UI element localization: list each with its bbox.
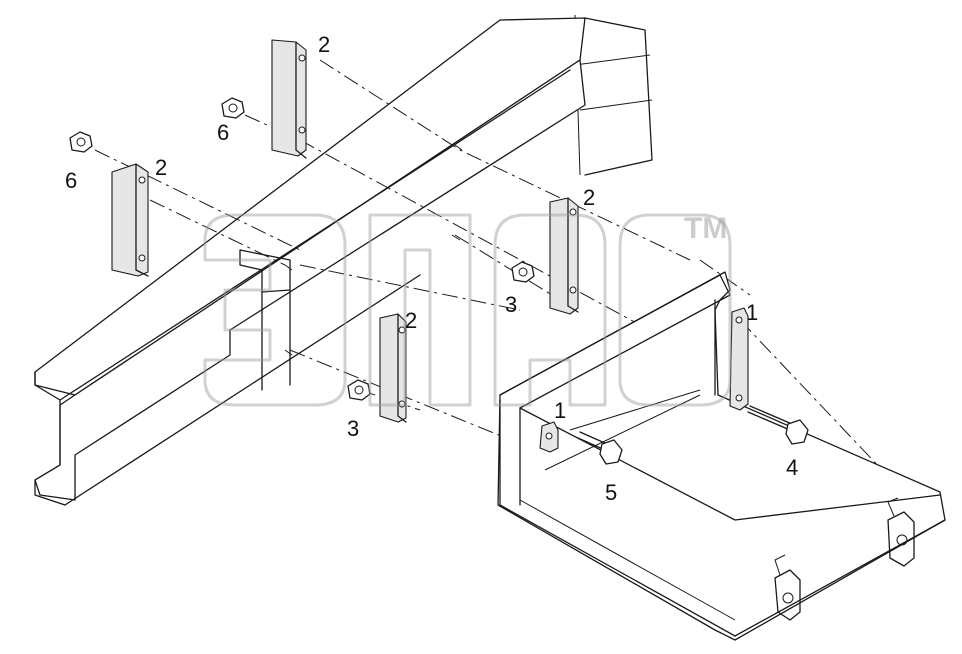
bracket-right <box>549 197 579 315</box>
callout-4: 4 <box>786 455 798 480</box>
latch-left <box>774 554 801 621</box>
bolt-5 <box>577 431 623 465</box>
callout-5: 5 <box>605 480 617 505</box>
callout-2-center: 2 <box>405 308 417 333</box>
latch-right <box>887 497 915 567</box>
bracket-top-center <box>271 39 307 159</box>
callout-3-left: 3 <box>347 416 359 441</box>
callout-2-top: 2 <box>318 32 330 57</box>
frame-rail <box>34 17 586 506</box>
callout-labels: 2 2 2 2 6 6 3 3 1 1 4 5 <box>65 32 798 505</box>
watermark-trademark: TM <box>684 212 727 245</box>
callout-1-right: 1 <box>746 300 758 325</box>
callout-3-right: 3 <box>505 292 517 317</box>
bolt-4 <box>747 405 809 445</box>
battery-box <box>497 271 946 641</box>
callout-2-right: 2 <box>583 185 595 210</box>
strap-right <box>729 307 749 411</box>
callout-2-left: 2 <box>155 155 167 180</box>
callout-6-upper: 6 <box>217 120 229 145</box>
callout-1-left: 1 <box>554 398 566 423</box>
callout-6-left: 6 <box>65 168 77 193</box>
nut-6-left <box>69 131 93 153</box>
bracket-center <box>379 313 407 423</box>
watermark-logo: TM <box>203 212 732 407</box>
nut-6-upper <box>221 97 245 119</box>
nut-3-left <box>347 379 371 401</box>
bracket-left <box>111 163 149 277</box>
nut-3-right <box>511 261 535 283</box>
strap-left <box>539 421 559 453</box>
